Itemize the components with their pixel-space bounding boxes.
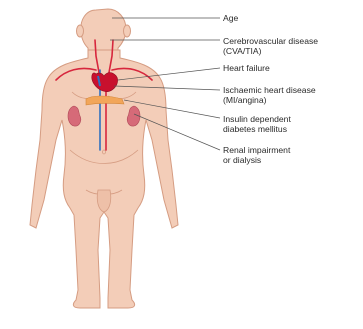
label-diabetes: Insulin dependent diabetes mellitus <box>223 114 291 134</box>
label-ischaemic: Ischaemic heart disease (MI/angina) <box>223 85 316 105</box>
label-renal-line1: Renal impairment <box>223 145 290 155</box>
label-age: Age <box>223 13 238 23</box>
head <box>81 9 126 55</box>
body-silhouette <box>30 9 178 308</box>
label-heart-failure-line1: Heart failure <box>223 63 270 73</box>
label-diabetes-line2: diabetes mellitus <box>223 124 291 134</box>
label-heart-failure: Heart failure <box>223 63 270 73</box>
label-diabetes-line1: Insulin dependent <box>223 114 291 124</box>
label-ischaemic-line2: (MI/angina) <box>223 95 316 105</box>
label-cerebrovascular: Cerebrovascular disease (CVA/TIA) <box>223 36 318 56</box>
label-cerebrovascular-line1: Cerebrovascular disease <box>223 36 318 46</box>
left-ear <box>77 25 84 37</box>
label-age-line1: Age <box>223 13 238 23</box>
leader-renal <box>134 114 220 150</box>
label-ischaemic-line1: Ischaemic heart disease <box>223 85 316 95</box>
label-cerebrovascular-line2: (CVA/TIA) <box>223 46 318 56</box>
label-renal-line2: or dialysis <box>223 155 290 165</box>
label-renal: Renal impairment or dialysis <box>223 145 290 165</box>
right-ear <box>124 25 131 37</box>
